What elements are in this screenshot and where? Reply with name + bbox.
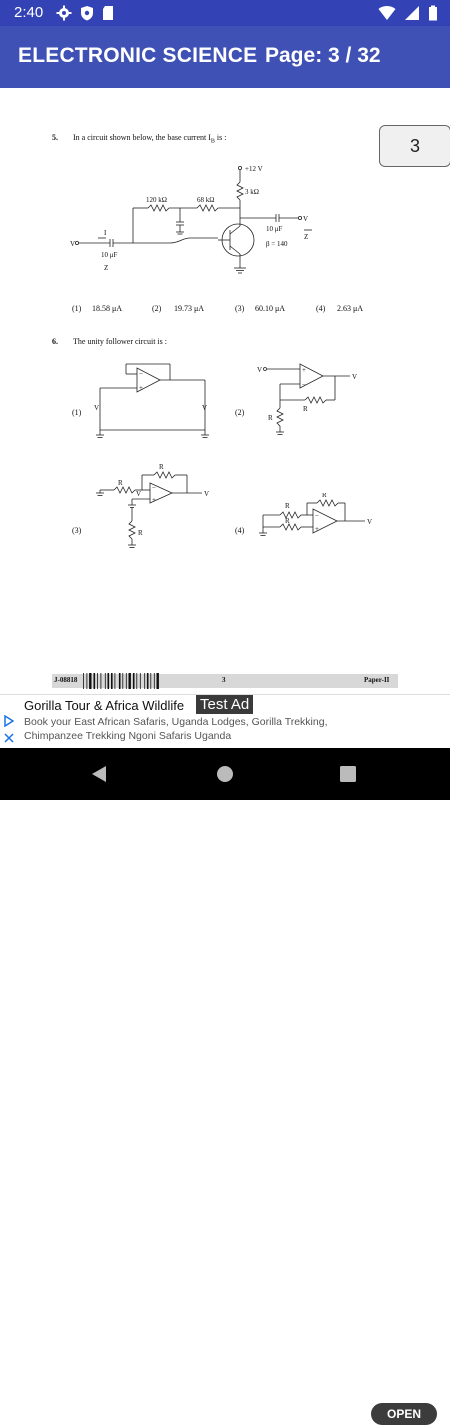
r1-label: 120 kΩ <box>146 196 167 204</box>
ad-open-button[interactable]: OPEN <box>371 1403 437 1425</box>
page-footer <box>52 674 398 688</box>
q5-option-2-text: 19.73 μA <box>174 304 205 313</box>
q6c3-rf: R <box>159 463 164 471</box>
q5-option-1-num: (1) <box>72 304 82 313</box>
q6-circuit-4: V R R R − + <box>259 493 372 536</box>
q5-option-3-text: 60.10 μA <box>255 304 286 313</box>
svg-text:+: + <box>139 384 143 392</box>
q6c4-vo: V <box>367 518 372 526</box>
zi-label: Z <box>104 264 108 272</box>
footer-code: J-08818 <box>54 676 78 684</box>
q6c4-rf: R <box>322 493 327 499</box>
svg-text:−: − <box>139 370 143 378</box>
svg-text:+: + <box>315 525 319 533</box>
q5-option-3-num: (3) <box>235 304 245 313</box>
svg-text:−: − <box>302 381 306 389</box>
q5-option-4-text: 2.63 μA <box>337 304 364 313</box>
q5-option-1-text: 18.58 μA <box>92 304 123 313</box>
q6-circuit-2: V V R R + − <box>257 363 357 435</box>
q6-option-2-num: (2) <box>235 408 245 417</box>
app-bar: ELECTRONIC SCIENCE Page: 3 / 32 <box>0 26 450 88</box>
home-icon[interactable] <box>216 765 234 783</box>
q6c2-vi: V <box>257 366 262 374</box>
shield-icon <box>81 6 93 21</box>
close-ad-icon[interactable] <box>4 733 14 743</box>
q5-option-4-num: (4) <box>316 304 326 313</box>
q6-option-1-num: (1) <box>72 408 82 417</box>
wifi-icon <box>378 6 396 20</box>
question-6-text: The unity follower circuit is : <box>73 337 167 346</box>
ad-test-badge: Test Ad <box>196 695 254 714</box>
vo-label: V <box>303 215 308 223</box>
rc-label: 3 kΩ <box>245 188 259 196</box>
sd-card-icon <box>103 6 113 20</box>
page-indicator: Page: 3 / 32 <box>265 44 381 67</box>
svg-text:−: − <box>152 484 156 492</box>
battery-icon <box>429 5 437 21</box>
question-5-number: 5. <box>52 133 58 142</box>
footer-paper: Paper-II <box>364 676 390 684</box>
q6-option-4-num: (4) <box>235 526 245 535</box>
q5-option-2-num: (2) <box>152 304 162 313</box>
zo-label: Z <box>304 233 308 241</box>
q6c1-vo: V <box>202 404 207 412</box>
svg-text:−: − <box>315 512 319 520</box>
q6c4-ri: R <box>285 502 290 510</box>
app-title: ELECTRONIC SCIENCE <box>18 44 258 67</box>
vcc-label: +12 V <box>245 165 263 173</box>
vi-label: V <box>70 240 75 248</box>
q6-circuit-1: V V − + <box>94 363 209 438</box>
status-time: 2:40 <box>14 4 44 21</box>
cin-label: 10 μF <box>101 251 118 259</box>
beta-label: β = 140 <box>266 240 288 248</box>
q6c1-vi: V <box>94 404 99 412</box>
question-6-number: 6. <box>52 337 58 346</box>
cout-label: 10 μF <box>266 225 283 233</box>
q6c2-ri: R <box>268 414 273 422</box>
q6c3-rc: R <box>138 529 143 537</box>
q6-option-3-num: (3) <box>72 526 82 535</box>
navigation-bar <box>0 748 450 800</box>
q6c3-vo: V <box>204 490 209 498</box>
r2-label: 68 kΩ <box>197 196 214 204</box>
signal-icon <box>405 6 419 20</box>
page-number-badge[interactable]: 3 <box>379 125 450 167</box>
settings-icon <box>56 5 72 21</box>
q6c3-ri: R <box>118 479 123 487</box>
ad-banner[interactable]: Gorilla Tour & Africa Wildlife Test Ad B… <box>0 694 450 1425</box>
pdf-page[interactable]: 5. In a circuit shown below, the base cu… <box>0 88 450 694</box>
question-5-text: In a circuit shown below, the base curre… <box>73 133 227 145</box>
svg-text:+: + <box>302 366 306 374</box>
recents-icon[interactable] <box>340 766 356 782</box>
q6c2-vo: V <box>352 373 357 381</box>
barcode-icon <box>83 673 159 689</box>
q6-circuit-3: V R R V R − + <box>96 463 209 548</box>
q6c3-vi: V <box>136 490 141 498</box>
back-icon[interactable] <box>90 764 108 784</box>
ad-body[interactable]: Book your East African Safaris, Uganda L… <box>24 716 328 742</box>
footer-page: 3 <box>222 676 226 684</box>
ii-label: I <box>104 229 107 237</box>
status-bar: 2:40 <box>0 0 450 26</box>
q6c2-rf: R <box>303 405 308 413</box>
svg-text:+: + <box>152 496 156 504</box>
question-5-circuit-diagram: +12 V 3 kΩ 120 kΩ 68 kΩ 10 μF β = 140 10… <box>70 165 312 274</box>
q6c4-rc: R <box>285 517 290 525</box>
ad-headline[interactable]: Gorilla Tour & Africa Wildlife <box>24 698 185 713</box>
ad-choices-icon[interactable] <box>4 715 14 727</box>
